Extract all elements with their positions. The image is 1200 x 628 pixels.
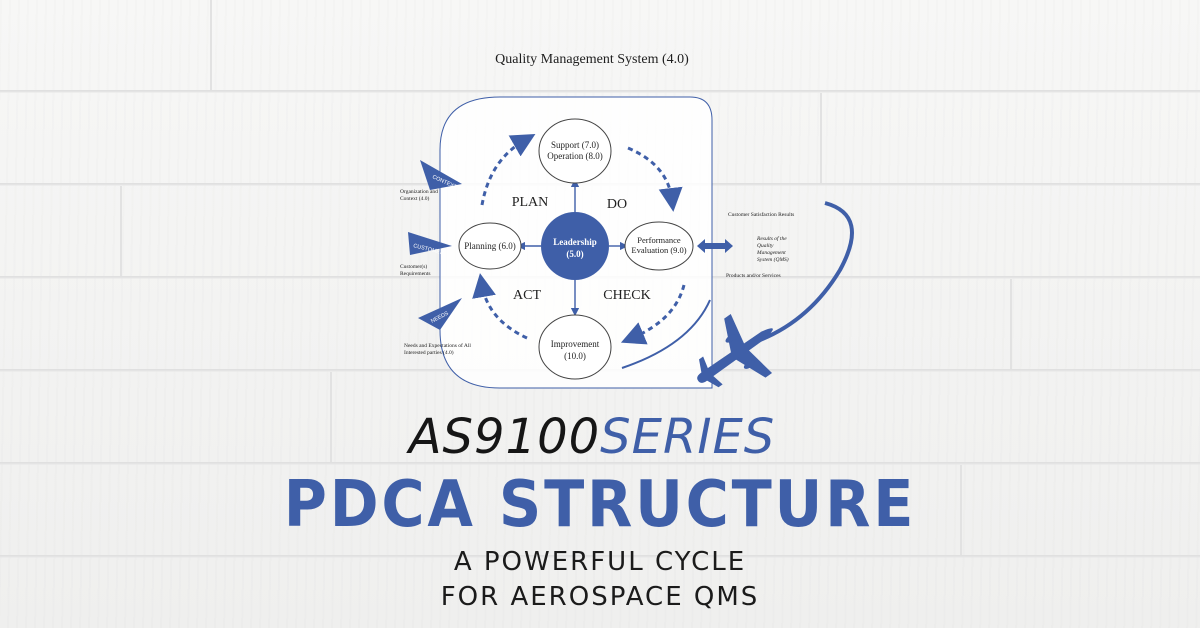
phase-do: DO bbox=[607, 197, 627, 212]
leadership-number: (5.0) bbox=[566, 249, 583, 259]
headline-pdca-structure: PDCA STRUCTURE bbox=[283, 468, 917, 542]
evaluation-label: Evaluation (9.0) bbox=[631, 245, 686, 255]
plank-seam bbox=[120, 186, 122, 276]
cycle-arrow-do-to-check bbox=[627, 146, 683, 212]
subheadline-line2: FOR AEROSPACE QMS bbox=[440, 582, 760, 612]
node-performance-evaluation bbox=[624, 221, 694, 271]
satisfaction-label: Customer Satisfaction Results bbox=[728, 211, 794, 218]
plank-seam bbox=[330, 372, 332, 462]
phase-act: ACT bbox=[513, 288, 541, 303]
needs-line1: Needs and Expectations of All bbox=[404, 342, 471, 349]
plank-seam bbox=[210, 0, 212, 90]
leadership-label: Leadership bbox=[553, 237, 597, 247]
flight-path-curve bbox=[759, 201, 854, 342]
node-planning bbox=[458, 222, 522, 270]
return-curve bbox=[621, 299, 711, 369]
customer-line1: Customer(s) bbox=[400, 263, 427, 270]
node-support-operation bbox=[538, 118, 612, 184]
output-double-arrow bbox=[697, 239, 733, 253]
subheadline-line1: A POWERFUL CYCLE bbox=[453, 547, 747, 577]
node-leadership bbox=[541, 212, 609, 280]
plank-seam bbox=[820, 93, 822, 183]
operation-label: Operation (8.0) bbox=[547, 151, 602, 161]
results-line3: Management bbox=[756, 250, 786, 256]
improvement-number: (10.0) bbox=[564, 351, 586, 361]
results-line2: Quality bbox=[757, 243, 774, 249]
phase-plan: PLAN bbox=[512, 195, 549, 210]
organization-line2: Context (4.0) bbox=[400, 195, 429, 202]
needs-line2: Interested parties (4.0) bbox=[404, 349, 454, 356]
customer-line2: Requirements bbox=[400, 271, 431, 277]
input-context-arrow: CONTEXT bbox=[420, 160, 462, 191]
headline-as9100-series: AS9100SERIES bbox=[0, 405, 1184, 469]
plank-seam bbox=[1010, 279, 1012, 369]
performance-label: Performance bbox=[637, 235, 681, 245]
products-label: Products and/or Services bbox=[726, 273, 781, 279]
results-line1: Results of the bbox=[756, 235, 787, 242]
airplane-icon bbox=[697, 314, 773, 388]
input-needs-arrow: NEEDS bbox=[418, 298, 462, 330]
planning-label: Planning (6.0) bbox=[464, 241, 516, 251]
plank-seam bbox=[960, 465, 962, 555]
headline-series: SERIES bbox=[600, 409, 776, 465]
cycle-arrow-plan-to-do bbox=[480, 134, 536, 206]
node-improvement bbox=[538, 314, 612, 380]
results-line4: System (QMS) bbox=[757, 256, 789, 263]
phase-check: CHECK bbox=[603, 288, 650, 303]
support-label: Support (7.0) bbox=[551, 140, 599, 150]
headline-as9100: AS9100 bbox=[408, 409, 601, 465]
organization-line1: Organization and bbox=[400, 189, 438, 195]
diagram-title: Quality Management System (4.0) bbox=[495, 52, 689, 67]
cycle-arrow-act-to-plan bbox=[472, 273, 528, 340]
improvement-label: Improvement bbox=[551, 339, 600, 349]
